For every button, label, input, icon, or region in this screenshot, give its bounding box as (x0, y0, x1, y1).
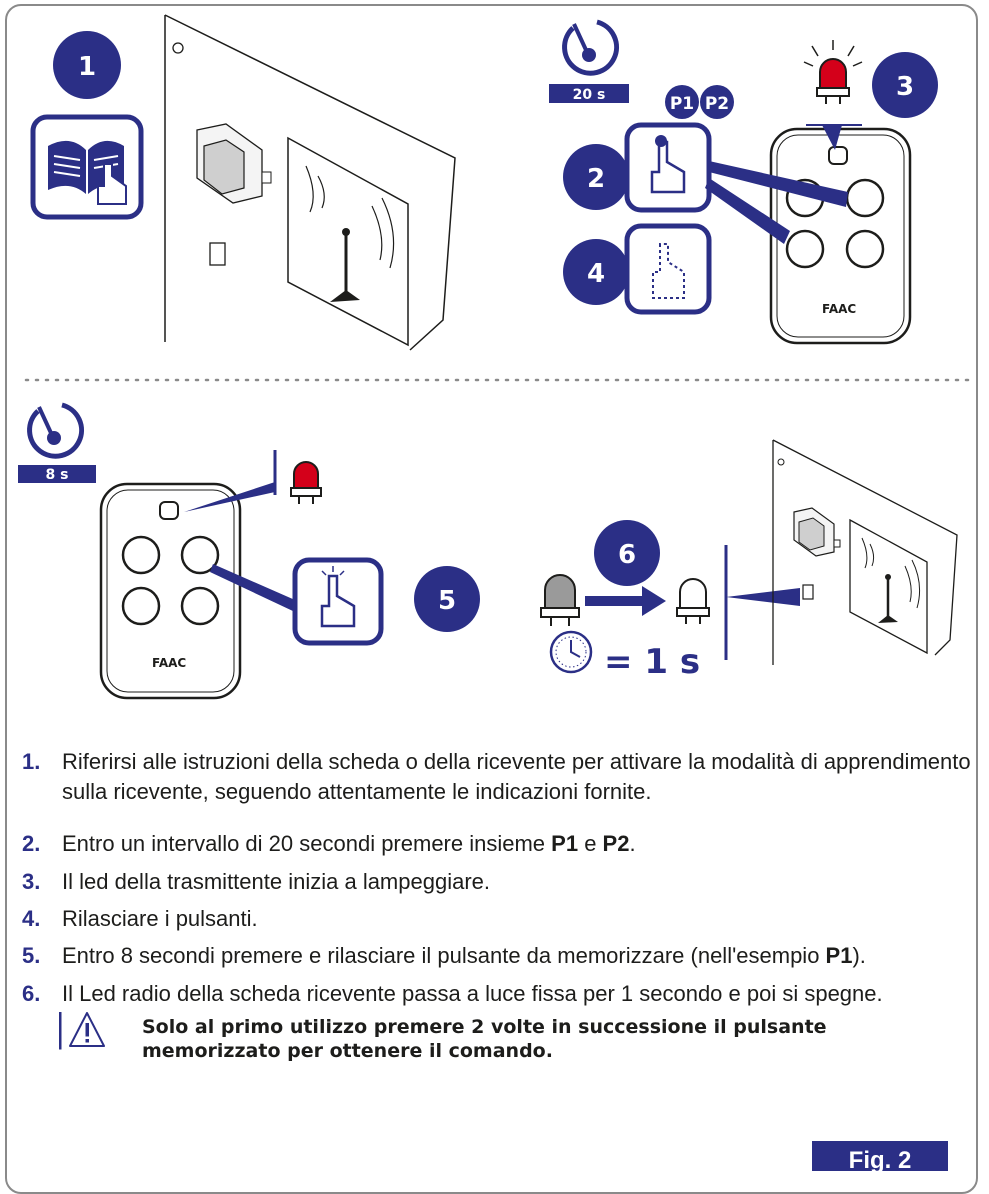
step-1: 1. Riferirsi alle istruzioni della sched… (22, 747, 974, 807)
step-4: 4. Rilasciare i pulsanti. (22, 904, 974, 934)
step-number: 1. (22, 749, 41, 774)
arrow-head (642, 586, 666, 616)
step-number: 4. (22, 906, 41, 931)
remote-logo-bottom: FAAC (152, 656, 186, 670)
p1-badge (665, 85, 699, 119)
control-board (164, 14, 456, 351)
badge-4-label: 4 (587, 259, 605, 289)
remote-button-4 (845, 229, 885, 269)
timer-icon: 20 s (549, 19, 629, 103)
badge-3 (872, 52, 938, 118)
hand-release-icon (624, 223, 712, 315)
step-number: 3. (22, 869, 41, 894)
step-text: . (629, 831, 636, 856)
warning-icon (69, 1012, 105, 1047)
step-5-group: 8 s FAAC 5 (18, 402, 480, 700)
step-number: 5. (22, 943, 41, 968)
badge-5 (414, 566, 480, 632)
p1-label: P1 (825, 943, 853, 968)
step-5: 5. Entro 8 secondi premere e rilasciare … (22, 941, 974, 971)
step-text: Riferirsi alle istruzioni della scheda o… (62, 749, 971, 804)
badge-2 (563, 144, 629, 210)
p1-badge-label: P1 (670, 94, 694, 114)
led-icon (803, 40, 863, 104)
step-3: 3. Il led della trasmittente inizia a la… (22, 867, 974, 897)
step-text: Entro 8 secondi premere e rilasciare il … (62, 943, 826, 968)
step-text: Il led della trasmittente inizia a lampe… (62, 869, 491, 894)
duration-label: = 1 s (604, 642, 700, 682)
timer-bottom-label: 8 s (46, 467, 69, 483)
steps-2-4-group: 20 s P1 P2 2 4 FAAC (549, 19, 938, 345)
led-icon (290, 461, 322, 504)
led-icon (540, 574, 580, 626)
step-number: 2. (22, 831, 41, 856)
step-1-group: 1 (30, 14, 456, 351)
receiver-module (196, 123, 272, 204)
badge-1 (53, 31, 121, 99)
badge-3-label: 3 (896, 72, 914, 102)
remote-logo: FAAC (822, 302, 856, 316)
illustration: 1 (18, 14, 972, 700)
badge-6 (594, 520, 660, 586)
step-text: ). (852, 943, 866, 968)
led-icon (676, 578, 710, 624)
arrow-shaft (585, 596, 645, 606)
badge-5-label: 5 (438, 586, 456, 616)
step-text: e (578, 831, 603, 856)
step-2: 2. Entro un intervallo di 20 secondi pre… (22, 829, 974, 859)
step-number: 6. (22, 981, 41, 1006)
step-6-group: 6 = 1 s (540, 439, 958, 682)
badge-1-label: 1 (78, 52, 96, 82)
p2-label: P2 (602, 831, 630, 856)
remote-control: FAAC (99, 482, 242, 700)
step-text: Rilasciare i pulsanti. (62, 906, 258, 931)
warning-block (59, 1012, 105, 1050)
board-led (209, 242, 226, 266)
antenna-icon (287, 136, 409, 347)
badge-6-label: 6 (618, 540, 636, 570)
clock-icon (549, 630, 593, 674)
step-text: Il Led radio della scheda ricevente pass… (62, 981, 883, 1006)
warning-text: Solo al primo utilizzo premere 2 volte i… (142, 1016, 827, 1062)
p2-badge-label: P2 (705, 94, 729, 114)
remote-control: FAAC (769, 127, 912, 345)
control-board (772, 439, 958, 665)
step-6: 6. Il Led radio della scheda ricevente p… (22, 979, 974, 1009)
step-text: Entro un intervallo di 20 secondi premer… (62, 831, 552, 856)
hand-press-icon (292, 557, 384, 646)
timer-top-label: 20 s (573, 87, 606, 103)
badge-4 (563, 239, 629, 305)
timer-icon: 8 s (18, 402, 96, 483)
remote-button-3 (785, 229, 825, 269)
p2-badge (700, 85, 734, 119)
badge-2-label: 2 (587, 164, 605, 194)
figure-tag: Fig. 2 (812, 1141, 948, 1174)
steps-list: 1. Riferirsi alle istruzioni della sched… (0, 16, 989, 1178)
manual-book-icon (30, 114, 144, 220)
p1-label: P1 (551, 831, 579, 856)
